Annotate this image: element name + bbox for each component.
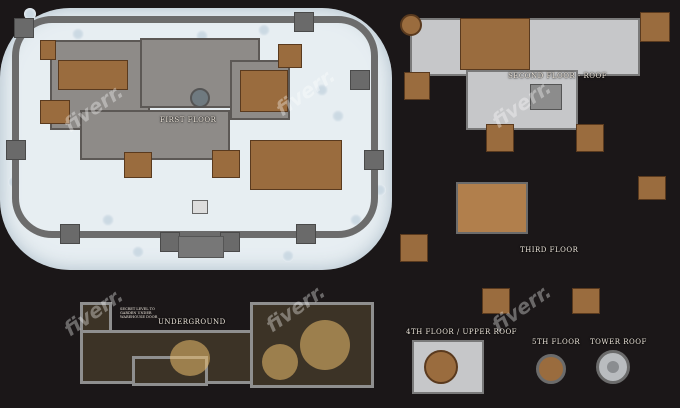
third-floor-room — [456, 182, 528, 234]
fourth-floor-round-room — [424, 350, 458, 384]
label-tower-roof: Tower Roof — [590, 338, 647, 346]
small-tower-a — [482, 288, 510, 314]
snow-bush-icon — [332, 110, 344, 122]
snow-bush-icon — [132, 246, 144, 258]
room-guard — [212, 150, 240, 178]
snow-bush-icon — [316, 84, 328, 96]
small-tower-b — [572, 288, 600, 314]
tower-icon — [60, 224, 80, 244]
tower-icon — [294, 12, 314, 32]
torch-glow — [300, 320, 350, 370]
fountain-icon — [190, 88, 210, 108]
tower-icon — [296, 224, 316, 244]
tower-icon — [14, 18, 34, 38]
round-tower-icon — [400, 14, 422, 36]
room-kitchen — [240, 70, 288, 112]
room-nw — [40, 40, 56, 60]
label-fifth-floor: 5th Floor — [532, 338, 581, 346]
tower-icon — [6, 140, 26, 160]
snow-bush-icon — [24, 8, 36, 20]
label-second-floor: Second Floor - Roof — [508, 72, 608, 80]
second-floor-hall — [460, 18, 530, 70]
room-ne-tower — [278, 44, 302, 68]
snow-bush-icon — [258, 24, 270, 36]
label-underground: UnderGround — [158, 318, 226, 326]
secret-level-note: Secret level to garden under warehouse d… — [120, 307, 158, 319]
snow-bush-icon — [72, 28, 84, 40]
room-sw — [40, 100, 70, 124]
third-floor-tower — [638, 176, 666, 200]
label-fourth-floor: 4th Floor / Upper Roof — [406, 328, 518, 336]
second-floor-tower-ne — [640, 12, 670, 42]
label-third-floor: Third Floor — [520, 246, 579, 254]
tower-icon — [364, 150, 384, 170]
second-floor-tower-w — [404, 72, 430, 100]
room-chapel — [124, 152, 152, 178]
torch-glow — [170, 340, 210, 376]
tower-roof-cap — [607, 361, 619, 373]
second-floor-tower-sw — [486, 124, 514, 152]
fifth-floor-room — [536, 354, 566, 384]
torch-glow — [262, 344, 298, 380]
snow-bush-icon — [282, 250, 294, 262]
keep-south-hall — [80, 110, 230, 160]
roof-chimney — [530, 84, 562, 110]
snow-bush-icon — [102, 214, 114, 226]
room-warehouse — [250, 140, 342, 190]
tower-icon — [350, 70, 370, 90]
room-library — [58, 60, 128, 90]
stair-icon — [192, 200, 208, 214]
gatehouse — [178, 236, 224, 258]
label-first-floor: First Floor — [160, 116, 217, 124]
tower-icon — [160, 232, 180, 252]
castle-wall — [12, 16, 378, 238]
third-floor-tower-w — [400, 234, 428, 262]
second-floor-tower-se — [576, 124, 604, 152]
